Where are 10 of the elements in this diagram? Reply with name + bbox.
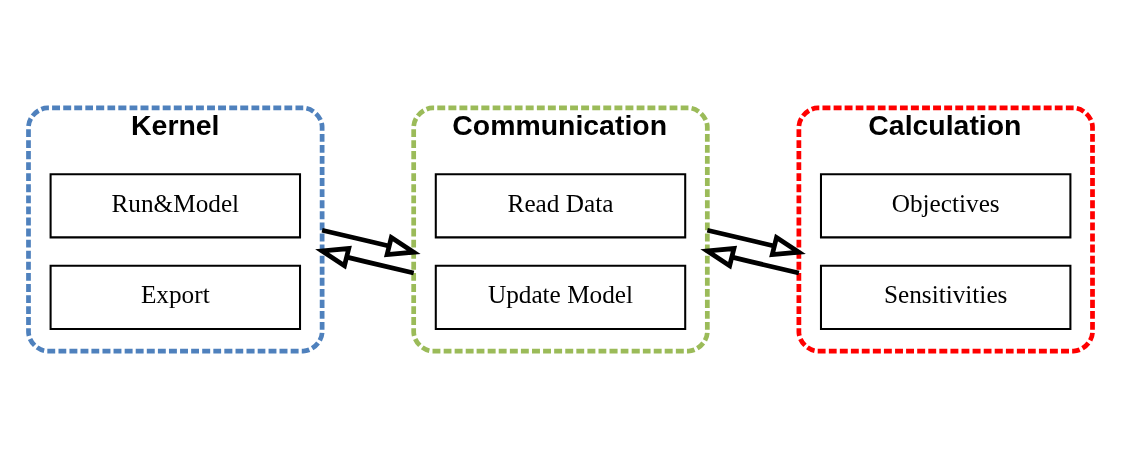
arrow [321, 227, 421, 258]
node-box: Sensitivities [819, 264, 1072, 330]
arrow [700, 245, 800, 276]
node-box: Run&Model [49, 173, 302, 239]
node-box: Export [49, 264, 302, 330]
node-box: Update Model [434, 264, 687, 330]
arrow [315, 245, 415, 276]
node-box: Objectives [819, 173, 1072, 239]
node-box: Read Data [434, 173, 687, 239]
arrow [706, 227, 806, 258]
